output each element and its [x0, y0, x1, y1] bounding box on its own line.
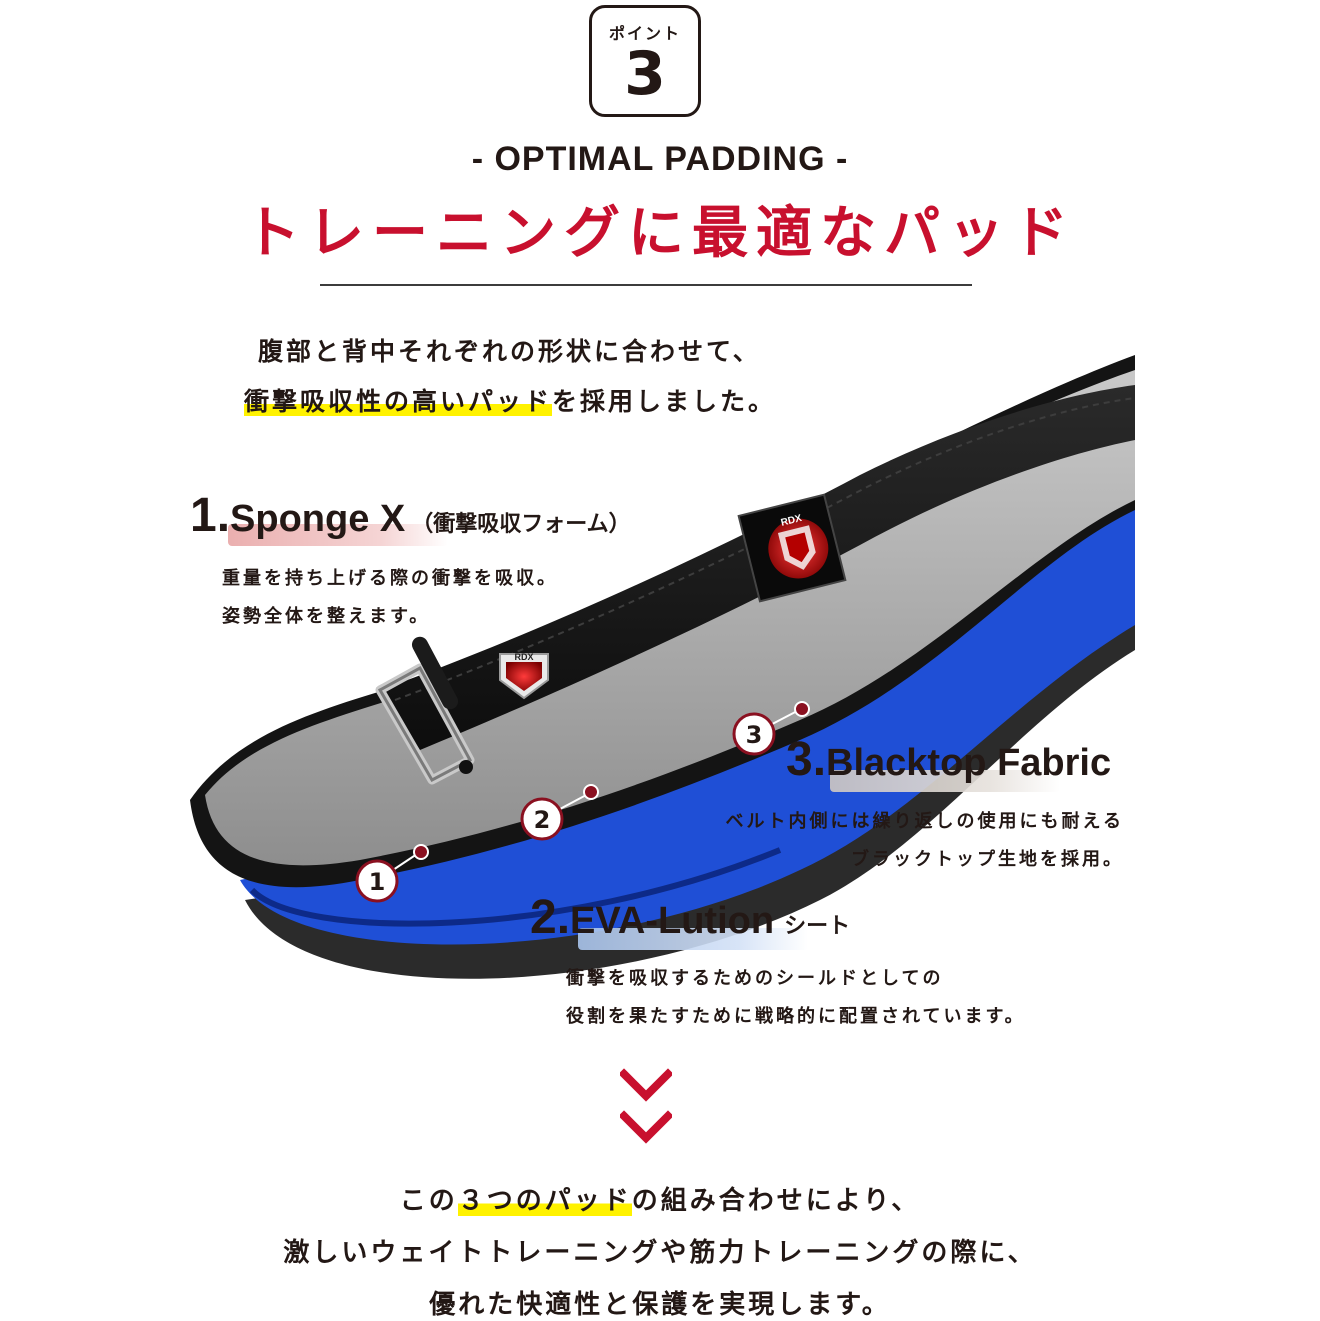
final-line-3: 優れた快適性と保護を実現します。 [429, 1290, 891, 1320]
final-highlight: ３つのパッド [457, 1186, 632, 1216]
feature-2-desc-1: 衝撃を吸収するためのシールドとしての [566, 968, 944, 989]
intro-line-2: 衝撃吸収性の高いパッドを採用しました。 [244, 382, 776, 418]
final-line-1-pre: この [399, 1186, 458, 1216]
marker-2: 2 [520, 784, 599, 841]
intro-line-2-rest: を採用しました。 [552, 387, 777, 416]
marker-1-label: 1 [369, 868, 386, 896]
marker-1: 1 [355, 844, 429, 903]
marker-3-label: 3 [746, 721, 763, 749]
intro-line-1: 腹部と背中それぞれの形状に合わせて、 [258, 337, 761, 366]
feature-1-heading: 1.Sponge X（衝撃吸収フォーム） [190, 488, 631, 543]
point-label: ポイント [608, 24, 681, 43]
feature-3-desc-2: ブラックトップ生地を採用。 [851, 849, 1124, 870]
final-line-2: 激しいウェイトトレーニングや筋力トレーニングの際に、 [283, 1238, 1037, 1268]
intro-highlight: 衝撃吸収性の高いパッド [244, 387, 553, 416]
final-line-1-post: の組み合わせにより、 [631, 1186, 921, 1216]
chevron-down-icon [620, 1068, 672, 1102]
point-number: 3 [624, 39, 666, 109]
point-badge: ポイント 3 [589, 5, 701, 117]
feature-2-desc-2: 役割を果たすために戦略的に配置されています。 [566, 1006, 1026, 1027]
feature-1-brush [228, 524, 448, 546]
rdx-badge-small: RDX [499, 652, 549, 700]
feature-2-heading: 2.EVA-Lution シート [530, 890, 850, 945]
feature-1-number: 1. [190, 489, 231, 542]
final-line-1: この３つのパッドの組み合わせにより、 [0, 1180, 1320, 1217]
title-en: - OPTIMAL PADDING - [471, 140, 849, 178]
feature-3-brush [830, 770, 1060, 792]
feature-1-desc-2: 姿勢全体を整えます。 [222, 606, 431, 627]
feature-3-name: Blacktop Fabric [826, 742, 1112, 784]
feature-3-number: 3. [786, 733, 827, 786]
rdx-large-text: RDX [780, 513, 803, 529]
feature-2-name: EVA-Lution [570, 900, 775, 942]
title-divider [320, 284, 972, 286]
feature-1-desc-1: 重量を持ち上げる際の衝撃を吸収。 [222, 568, 558, 589]
feature-2-number: 2. [530, 891, 571, 944]
feature-3-desc-1: ベルト内側には繰り返しの使用にも耐える [725, 811, 1124, 832]
feature-3-heading: 3.Blacktop Fabric [786, 732, 1111, 787]
feature-2-brush [578, 928, 808, 950]
rdx-patch-large: RDX [737, 493, 847, 603]
feature-1-sub: （衝撃吸収フォーム） [411, 512, 631, 537]
chevron-down-icon [620, 1110, 672, 1144]
rdx-small-text: RDX [514, 652, 533, 662]
marker-2-label: 2 [534, 806, 551, 834]
belt-buckle [375, 636, 475, 785]
title-jp: トレーニングに最適なパッド [244, 201, 1076, 266]
marker-3: 3 [732, 701, 810, 756]
feature-1-name: Sponge X [230, 498, 406, 540]
feature-2-sub: シート [784, 914, 851, 939]
